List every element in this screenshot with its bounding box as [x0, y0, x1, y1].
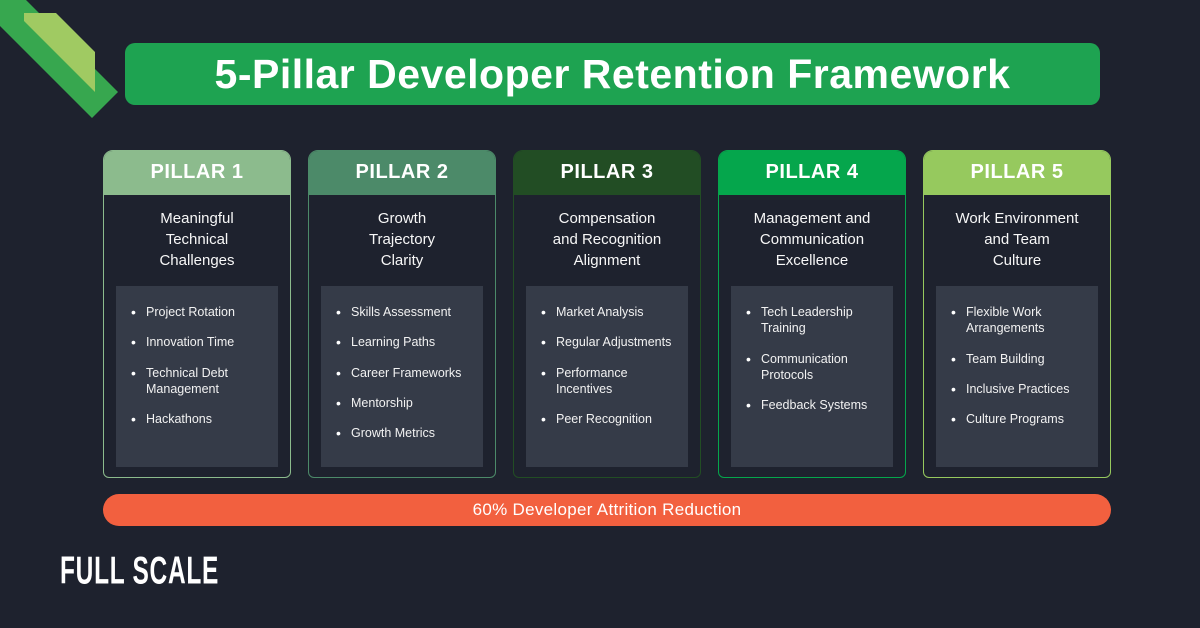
page-title: 5-Pillar Developer Retention Framework — [214, 50, 1011, 97]
list-item: Mentorship — [335, 394, 479, 412]
list-item: Career Frameworks — [335, 364, 479, 382]
pillar-3-listbox: Market Analysis Regular Adjustments Perf… — [526, 286, 688, 467]
full-scale-logo: FULL SCALE — [60, 549, 220, 593]
list-item: Peer Recognition — [540, 410, 684, 428]
pillar-5-title: Work Environment and Team Culture — [955, 210, 1079, 269]
list-item: Learning Paths — [335, 333, 479, 351]
attrition-reduction-label: 60% Developer Attrition Reduction — [472, 500, 742, 519]
pillar-2-list: Skills Assessment Learning Paths Career … — [335, 303, 479, 442]
pillar-1-list: Project Rotation Innovation Time Technic… — [130, 303, 274, 428]
list-item: Hackathons — [130, 410, 274, 428]
list-item: Growth Metrics — [335, 424, 479, 442]
pillar-5-header: PILLAR 5 — [924, 151, 1110, 195]
pillar-2-header: PILLAR 2 — [309, 151, 495, 195]
pillar-1-title: Meaningful Technical Challenges — [159, 210, 235, 269]
list-item: Skills Assessment — [335, 303, 479, 321]
pillar-4-list: Tech Leadership Training Communication P… — [745, 303, 889, 414]
list-item: Flexible Work Arrangements — [950, 303, 1094, 337]
list-item: Technical Debt Management — [130, 364, 274, 398]
pillar-card-5: PILLAR 5 Work Environment and Team Cultu… — [923, 150, 1111, 478]
pillar-4-header: PILLAR 4 — [719, 151, 905, 195]
list-item: Market Analysis — [540, 303, 684, 321]
pillar-card-4: PILLAR 4 Management and Communication Ex… — [718, 150, 906, 478]
list-item: Innovation Time — [130, 333, 274, 351]
pillar-4-listbox: Tech Leadership Training Communication P… — [731, 286, 893, 467]
pillar-1-listbox: Project Rotation Innovation Time Technic… — [116, 286, 278, 467]
pillar-1-header: PILLAR 1 — [104, 151, 290, 195]
pillars-row: PILLAR 1 Meaningful Technical Challenges… — [103, 150, 1111, 478]
pillar-3-header: PILLAR 3 — [514, 151, 700, 195]
list-item: Feedback Systems — [745, 396, 889, 414]
pillar-3-list: Market Analysis Regular Adjustments Perf… — [540, 303, 684, 428]
corner-ribbon-dark — [0, 0, 118, 118]
pillar-card-3: PILLAR 3 Compensation and Recognition Al… — [513, 150, 701, 478]
pillar-card-1: PILLAR 1 Meaningful Technical Challenges… — [103, 150, 291, 478]
list-item: Inclusive Practices — [950, 380, 1094, 398]
title-banner: 5-Pillar Developer Retention Framework — [125, 43, 1100, 105]
pillar-2-title: Growth Trajectory Clarity — [368, 210, 436, 269]
list-item: Regular Adjustments — [540, 333, 684, 351]
corner-ribbon-light — [24, 13, 95, 92]
list-item: Culture Programs — [950, 410, 1094, 428]
attrition-reduction-banner: 60% Developer Attrition Reduction — [103, 494, 1111, 526]
list-item: Project Rotation — [130, 303, 274, 321]
pillar-card-2: PILLAR 2 Growth Trajectory Clarity Skill… — [308, 150, 496, 478]
pillar-5-list: Flexible Work Arrangements Team Building… — [950, 303, 1094, 428]
corner-ribbon-decoration — [0, 0, 118, 118]
pillar-4-title: Management and Communication Excellence — [753, 210, 871, 269]
pillar-2-listbox: Skills Assessment Learning Paths Career … — [321, 286, 483, 467]
list-item: Tech Leadership Training — [745, 303, 889, 337]
pillar-5-listbox: Flexible Work Arrangements Team Building… — [936, 286, 1098, 467]
list-item: Performance Incentives — [540, 364, 684, 398]
pillar-3-title: Compensation and Recognition Alignment — [552, 210, 662, 269]
list-item: Communication Protocols — [745, 350, 889, 384]
list-item: Team Building — [950, 350, 1094, 368]
